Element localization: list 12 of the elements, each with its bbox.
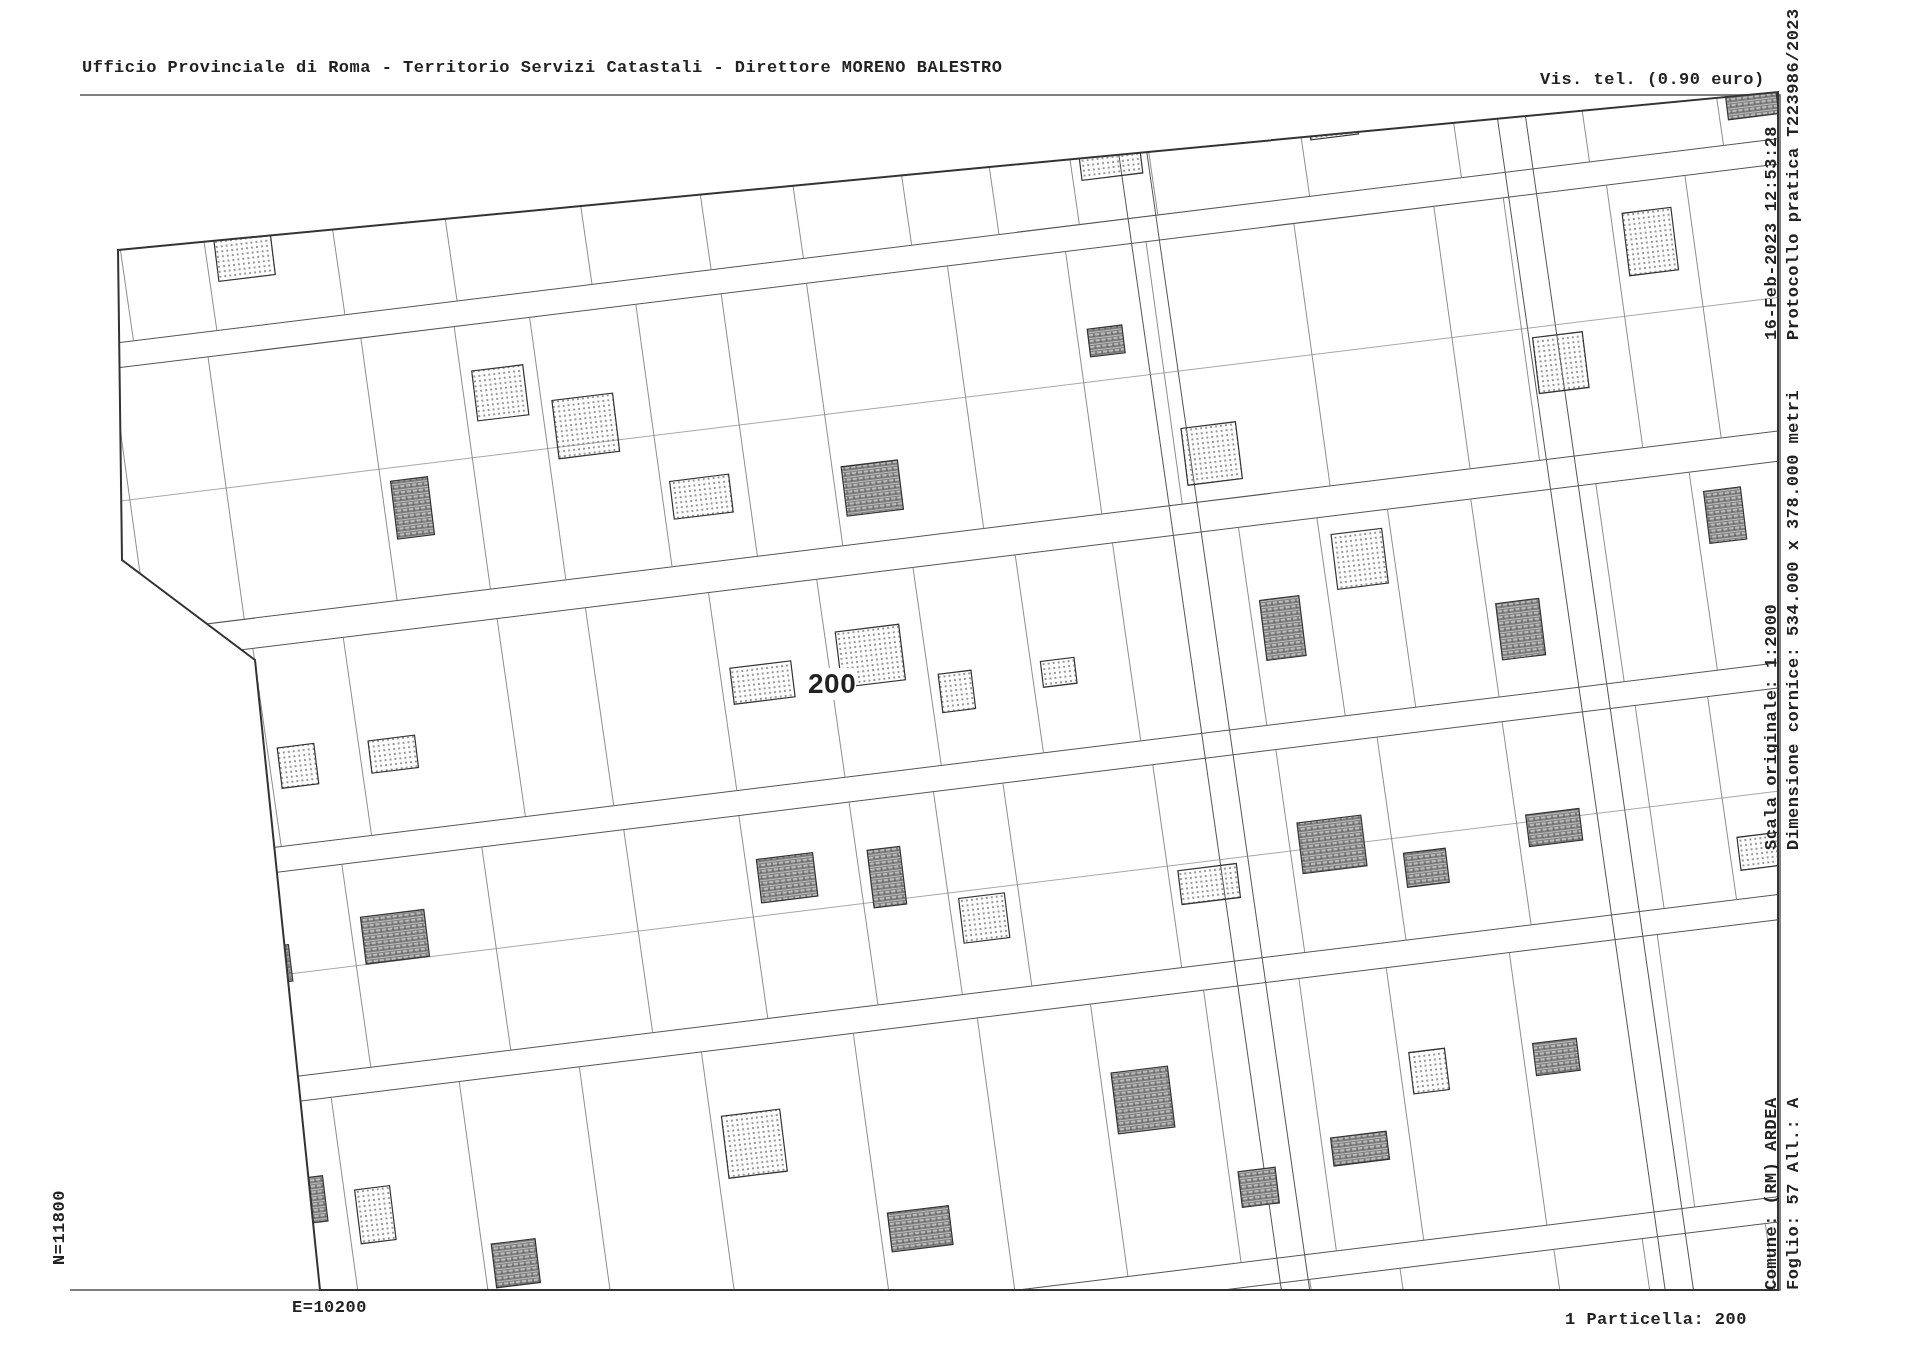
municipality-text: Comune: (RM) ARDEA bbox=[1762, 1097, 1781, 1290]
header-text: Ufficio Provinciale di Roma - Territorio Servizi Catastali - Direttore MORENO BALESTRO bbox=[82, 58, 1003, 77]
timestamp-text: 16-Feb-2023 12:53:28 bbox=[1762, 125, 1781, 340]
parcel-count-text: 1 Particella: 200 bbox=[1565, 1310, 1747, 1329]
fee-note: Vis. tel. (0.90 euro) bbox=[1540, 70, 1765, 89]
frame-dimension-note: Dimensione cornice: 534.000 x 378.000 metri bbox=[1784, 389, 1803, 850]
coordinate-label: E=10200 bbox=[292, 1298, 367, 1317]
protocol-number: Protocollo pratica T223986/2023 bbox=[1784, 8, 1803, 340]
scale-note: Scala originale: 1:2000 bbox=[1762, 603, 1781, 850]
coordinate-label: N=11800 bbox=[50, 1190, 69, 1265]
sheet-number: Foglio: 57 All.: A bbox=[1784, 1097, 1803, 1290]
parcel-number: 200 bbox=[808, 668, 857, 700]
